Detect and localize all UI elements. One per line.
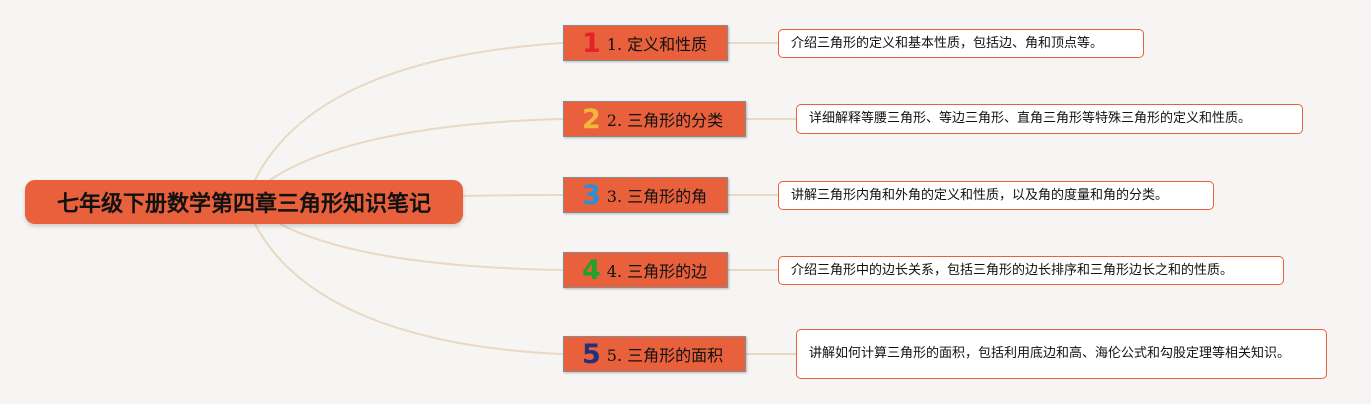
note-2[interactable]: 详细解释等腰三角形、等边三角形、直角三角形等特殊三角形的定义和性质。: [796, 104, 1303, 134]
branch-line-3: [462, 194, 564, 197]
note-text: 讲解三角形内角和外角的定义和性质，以及角的度量和角的分类。: [791, 187, 1169, 203]
note-4[interactable]: 介绍三角形中的边长关系，包括三角形的边长排序和三角形边长之和的性质。: [778, 256, 1284, 285]
note-5[interactable]: 讲解如何计算三角形的面积，包括利用底边和高、海伦公式和勾股定理等相关知识。: [796, 329, 1327, 379]
topic-5[interactable]: 5 5. 三角形的面积: [563, 336, 746, 372]
topic-1[interactable]: 1 1. 定义和性质: [563, 25, 728, 61]
note-1[interactable]: 介绍三角形的定义和基本性质，包括边、角和顶点等。: [778, 29, 1144, 58]
note-3[interactable]: 讲解三角形内角和外角的定义和性质，以及角的度量和角的分类。: [778, 181, 1214, 210]
branch-line-2: [269, 118, 564, 181]
branch-line-4: [279, 223, 564, 271]
number-4-icon: 4: [582, 254, 601, 286]
branch-line-5: [254, 223, 564, 355]
topic-label: 4. 三角形的边: [606, 262, 708, 281]
number-1-icon: 1: [582, 27, 601, 59]
number-5-icon: 5: [582, 338, 601, 370]
topic-2[interactable]: 2 2. 三角形的分类: [563, 101, 746, 137]
number-2-icon: 2: [582, 103, 601, 135]
note-text: 详细解释等腰三角形、等边三角形、直角三角形等特殊三角形的定义和性质。: [809, 111, 1252, 126]
topic-3[interactable]: 3 3. 三角形的角: [563, 177, 728, 213]
topic-4[interactable]: 4 4. 三角形的边: [563, 252, 728, 288]
topic-label: 3. 三角形的角: [606, 187, 708, 206]
branch-line-1: [254, 42, 564, 181]
topic-label: 5. 三角形的面积: [606, 346, 724, 365]
topic-label: 2. 三角形的分类: [606, 111, 724, 130]
note-text: 介绍三角形中的边长关系，包括三角形的边长排序和三角形边长之和的性质。: [791, 262, 1234, 278]
note-text: 介绍三角形的定义和基本性质，包括边、角和顶点等。: [791, 35, 1104, 51]
topic-label: 1. 定义和性质: [606, 35, 708, 54]
note-text: 讲解如何计算三角形的面积，包括利用底边和高、海伦公式和勾股定理等相关知识。: [809, 346, 1291, 361]
number-3-icon: 3: [582, 179, 601, 211]
root-topic[interactable]: 七年级下册数学第四章三角形知识笔记: [25, 180, 463, 224]
